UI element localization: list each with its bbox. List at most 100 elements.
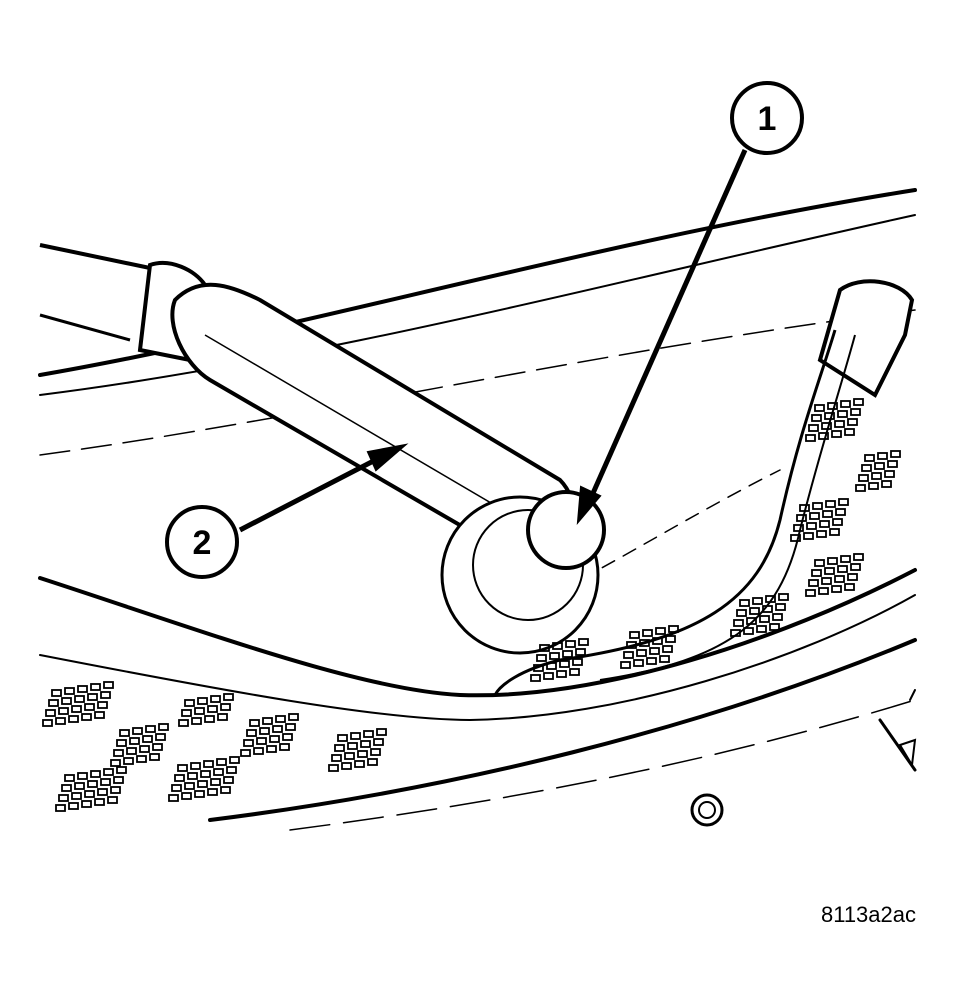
- hatch-cell: [194, 790, 205, 798]
- hatch-cell: [790, 534, 801, 542]
- hatch-cell: [42, 719, 53, 727]
- hatch-cell: [94, 798, 105, 806]
- hatch-cell: [559, 660, 570, 668]
- hatch-cell: [256, 737, 267, 745]
- hatch-cell: [216, 758, 227, 766]
- hatch-cell: [736, 609, 747, 617]
- hatch-cell: [84, 703, 95, 711]
- hatch-cell: [350, 732, 361, 740]
- callout-2: 2: [165, 505, 239, 579]
- hatch-cell: [158, 723, 169, 731]
- hatch-cell: [840, 400, 851, 408]
- hatch-cell: [110, 786, 121, 794]
- hatch-cell: [855, 484, 866, 492]
- hatch-cell: [831, 585, 842, 593]
- figure-code: 8113a2ac: [820, 902, 916, 927]
- hatch-cell: [806, 522, 817, 530]
- hatch-cell: [814, 404, 825, 412]
- hatch-cell: [376, 728, 387, 736]
- hatch-cell: [847, 418, 858, 426]
- hatch-cell: [152, 743, 163, 751]
- hatch-cell: [207, 788, 218, 796]
- hatch-cell: [803, 532, 814, 540]
- hatch-cell: [796, 514, 807, 522]
- hatch-cell: [868, 482, 879, 490]
- hatch-cell: [578, 638, 589, 646]
- hatch-cell: [107, 796, 118, 804]
- hatch-cell: [181, 709, 192, 717]
- hatch-cell: [831, 430, 842, 438]
- hatch-cell: [853, 553, 864, 561]
- hatch-cell: [837, 410, 848, 418]
- hatch-cell: [136, 755, 147, 763]
- hatch-cell: [45, 709, 56, 717]
- hatch-cell: [652, 637, 663, 645]
- hatch-cell: [194, 707, 205, 715]
- hatch-cell: [825, 500, 836, 508]
- hatch-cell: [847, 573, 858, 581]
- hatch-cell: [87, 780, 98, 788]
- hatch-cell: [171, 784, 182, 792]
- hatch-cell: [881, 480, 892, 488]
- hatch-cell: [829, 528, 840, 536]
- hatch-cell: [113, 749, 124, 757]
- hatch-cell: [818, 432, 829, 440]
- hatch-cell: [174, 774, 185, 782]
- hatch-cell: [181, 792, 192, 800]
- hatch-cell: [827, 402, 838, 410]
- hatch-cell: [824, 567, 835, 575]
- hatch-cell: [74, 695, 85, 703]
- hatch-cell: [812, 502, 823, 510]
- hatch-cell: [110, 759, 121, 767]
- hatch-cell: [84, 790, 95, 798]
- hatch-cell: [123, 757, 134, 765]
- hatch-cell: [822, 510, 833, 518]
- hatch-cell: [840, 555, 851, 563]
- callout-1-circle: [730, 81, 804, 155]
- hatch-cell: [64, 774, 75, 782]
- hatch-cell: [360, 740, 371, 748]
- hatch-cell: [71, 705, 82, 713]
- hatch-cell: [536, 654, 547, 662]
- hatch-cell: [659, 655, 670, 663]
- hatch-cell: [835, 508, 846, 516]
- hatch-cell: [64, 687, 75, 695]
- hatch-cell: [844, 583, 855, 591]
- hatch-cell: [328, 764, 339, 772]
- hatch-cell: [805, 589, 816, 597]
- callout-1: 1: [730, 81, 804, 155]
- hatch-cell: [81, 800, 92, 808]
- hatch-cell: [543, 672, 554, 680]
- hatch-cell: [759, 615, 770, 623]
- hatch-cell: [808, 424, 819, 432]
- hatch-cell: [834, 575, 845, 583]
- hatch-cell: [811, 414, 822, 422]
- hatch-cell: [253, 747, 264, 755]
- hatch-cell: [874, 462, 885, 470]
- hatch-cell: [61, 697, 72, 705]
- hatch-cell: [184, 699, 195, 707]
- hatch-cell: [331, 754, 342, 762]
- hatch-cell: [203, 760, 214, 768]
- hatch-cell: [756, 625, 767, 633]
- hatch-cell: [626, 641, 637, 649]
- hatch-cell: [285, 723, 296, 731]
- hatch-cell: [344, 752, 355, 760]
- hatch-cell: [814, 559, 825, 567]
- hatch-cell: [97, 788, 108, 796]
- hatch-cell: [370, 748, 381, 756]
- hatch-cell: [824, 412, 835, 420]
- hatch-cell: [262, 717, 273, 725]
- hatch-cell: [266, 745, 277, 753]
- hatch-cell: [279, 743, 290, 751]
- hatch-cell: [821, 577, 832, 585]
- hatch-cell: [556, 670, 567, 678]
- hatch-cell: [145, 725, 156, 733]
- hatch-cell: [204, 715, 215, 723]
- hatch-cell: [103, 768, 114, 776]
- hatch-cell: [217, 713, 228, 721]
- hatch-cell: [119, 729, 130, 737]
- callout-2-circle: [165, 505, 239, 579]
- hatch-cell: [90, 683, 101, 691]
- hatch-cell: [210, 778, 221, 786]
